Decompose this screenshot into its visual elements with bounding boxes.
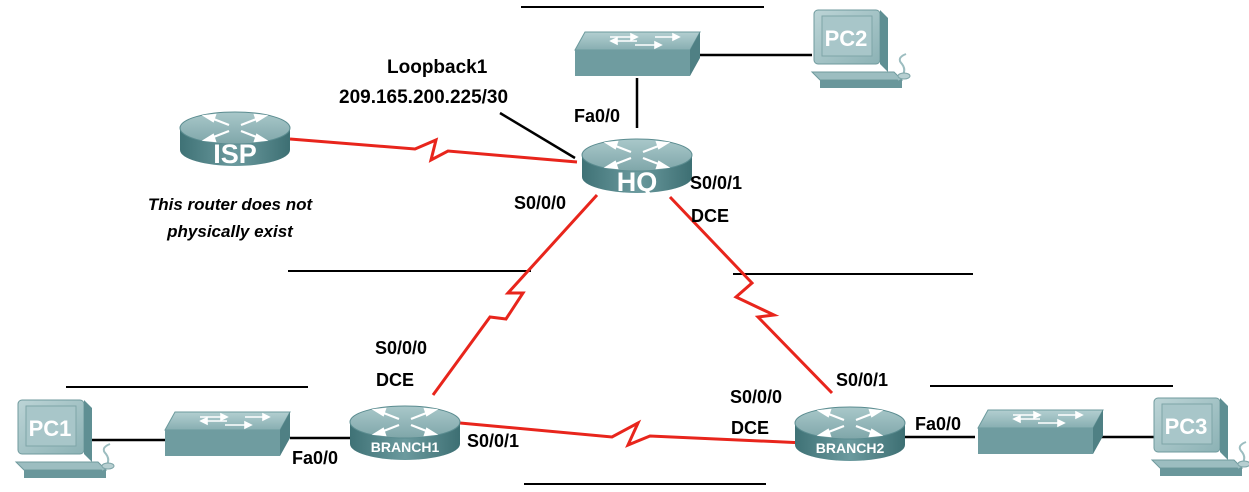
- hq-router-label: HQ: [617, 167, 658, 197]
- pc3-label: PC3: [1165, 414, 1208, 439]
- branch1-router[interactable]: BRANCH1: [348, 404, 462, 462]
- hq-router[interactable]: HQ: [580, 137, 694, 197]
- hq-dce-label: DCE: [691, 206, 729, 226]
- ethernet-links: [90, 53, 1160, 442]
- branch1-fa-label: Fa0/0: [292, 448, 338, 468]
- isp-note-line1: This router does not: [148, 195, 314, 214]
- isp-router-label: ISP: [213, 139, 257, 169]
- branch2-dce-label: DCE: [731, 418, 769, 438]
- hq-s001-label: S0/0/1: [690, 173, 742, 193]
- hq-fa-label: Fa0/0: [574, 106, 620, 126]
- branch2-router-label: BRANCH2: [816, 440, 885, 456]
- branch2-s001-label: S0/0/1: [836, 370, 888, 390]
- pc2-label: PC2: [825, 26, 868, 51]
- branch1-dce-label: DCE: [376, 370, 414, 390]
- branch1-router-label: BRANCH1: [371, 439, 440, 455]
- branch2-s000-label: S0/0/0: [730, 387, 782, 407]
- link-loopback-pointer: [499, 111, 576, 160]
- branch1-s000-label: S0/0/0: [375, 338, 427, 358]
- isp-router[interactable]: ISP: [178, 110, 292, 169]
- serial-branch1-branch2: [459, 419, 806, 448]
- branch1-switch[interactable]: [164, 411, 291, 457]
- branch2-fa-label: Fa0/0: [915, 414, 961, 434]
- subnet-blank-lines: [66, 6, 1173, 485]
- pc1-label: PC1: [29, 416, 72, 441]
- pc1[interactable]: PC1: [15, 399, 115, 479]
- serial-hq-branch2: [668, 195, 834, 395]
- serial-isp-hq: [289, 137, 578, 164]
- hq-s000-label: S0/0/0: [514, 193, 566, 213]
- branch1-s001-label: S0/0/1: [467, 431, 519, 451]
- branch2-switch[interactable]: [977, 409, 1104, 455]
- serial-links: [289, 137, 834, 448]
- pc3[interactable]: PC3: [1151, 397, 1249, 477]
- pc2[interactable]: PC2: [811, 9, 911, 89]
- serial-hq-branch1: [431, 193, 599, 396]
- loopback-ip-label: 209.165.200.225/30: [339, 87, 508, 108]
- branch2-router[interactable]: BRANCH2: [793, 405, 907, 463]
- hq-switch[interactable]: [574, 31, 701, 77]
- loopback-name-label: Loopback1: [387, 57, 488, 78]
- isp-note-line2: physically exist: [166, 222, 294, 241]
